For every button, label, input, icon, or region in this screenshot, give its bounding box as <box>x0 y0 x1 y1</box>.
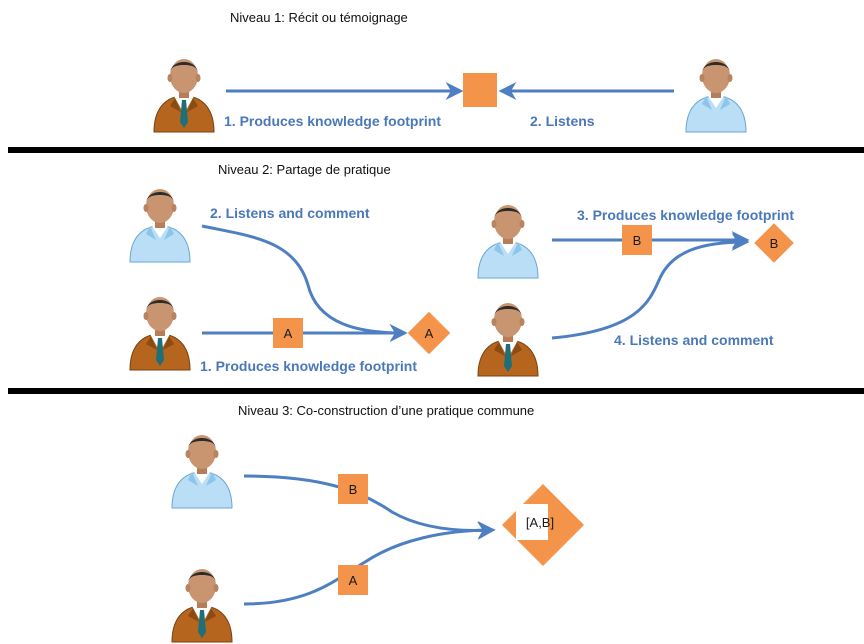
practice-box-a <box>273 318 303 348</box>
arrow-listen-comment-left <box>201 224 408 342</box>
man-blue-shirt-icon <box>171 434 233 509</box>
result-label: [A,B] <box>526 515 554 530</box>
knowledge-target-a <box>407 311 451 355</box>
practice-box-a-l3-label: A <box>349 573 358 588</box>
flow-listen-label-l1: 2. Listens <box>530 113 595 129</box>
flow-produce-label-left: 1. Produces knowledge footprint <box>200 358 417 374</box>
knowledge-target-b <box>754 223 794 263</box>
man-suit-icon <box>171 568 233 643</box>
practice-box-b-l3-label: B <box>349 482 358 497</box>
knowledge-target-a-label: A <box>425 326 434 341</box>
common-practice-result: [A,B] <box>501 483 585 567</box>
practice-box-b-l3 <box>338 474 368 504</box>
level1-title: Niveau 1: Récit ou témoignage <box>230 10 408 25</box>
man-suit-icon <box>153 58 215 133</box>
man-suit-icon <box>129 296 191 371</box>
arrow-a-to-result <box>243 521 496 606</box>
practice-box-a-l3 <box>338 565 368 595</box>
level2-title: Niveau 2: Partage de pratique <box>218 162 391 177</box>
man-blue-shirt-icon <box>685 58 747 133</box>
flow-produce-label-right: 3. Produces knowledge footprint <box>577 207 794 223</box>
flow-listen-comment-label-right: 4. Listens and comment <box>614 332 774 348</box>
arrow-listen-comment-right <box>551 233 750 340</box>
flow-produce-label-l1: 1. Produces knowledge footprint <box>224 113 441 129</box>
knowledge-footprint-box-l1 <box>463 73 497 107</box>
divider-2 <box>8 388 864 394</box>
knowledge-target-b-label: B <box>770 236 779 251</box>
man-suit-icon <box>477 302 539 377</box>
level3-title: Niveau 3: Co-construction d’une pratique… <box>238 403 534 418</box>
divider-1 <box>8 147 864 153</box>
practice-box-b-label: B <box>633 233 642 248</box>
practice-box-a-label: A <box>284 326 293 341</box>
arrow-b-to-result <box>243 474 496 540</box>
man-blue-shirt-icon <box>129 188 191 263</box>
flow-listen-comment-label-left: 2. Listens and comment <box>210 205 370 221</box>
practice-box-b <box>622 225 652 255</box>
man-blue-shirt-icon <box>477 204 539 279</box>
result-diamond-inner <box>516 504 548 540</box>
